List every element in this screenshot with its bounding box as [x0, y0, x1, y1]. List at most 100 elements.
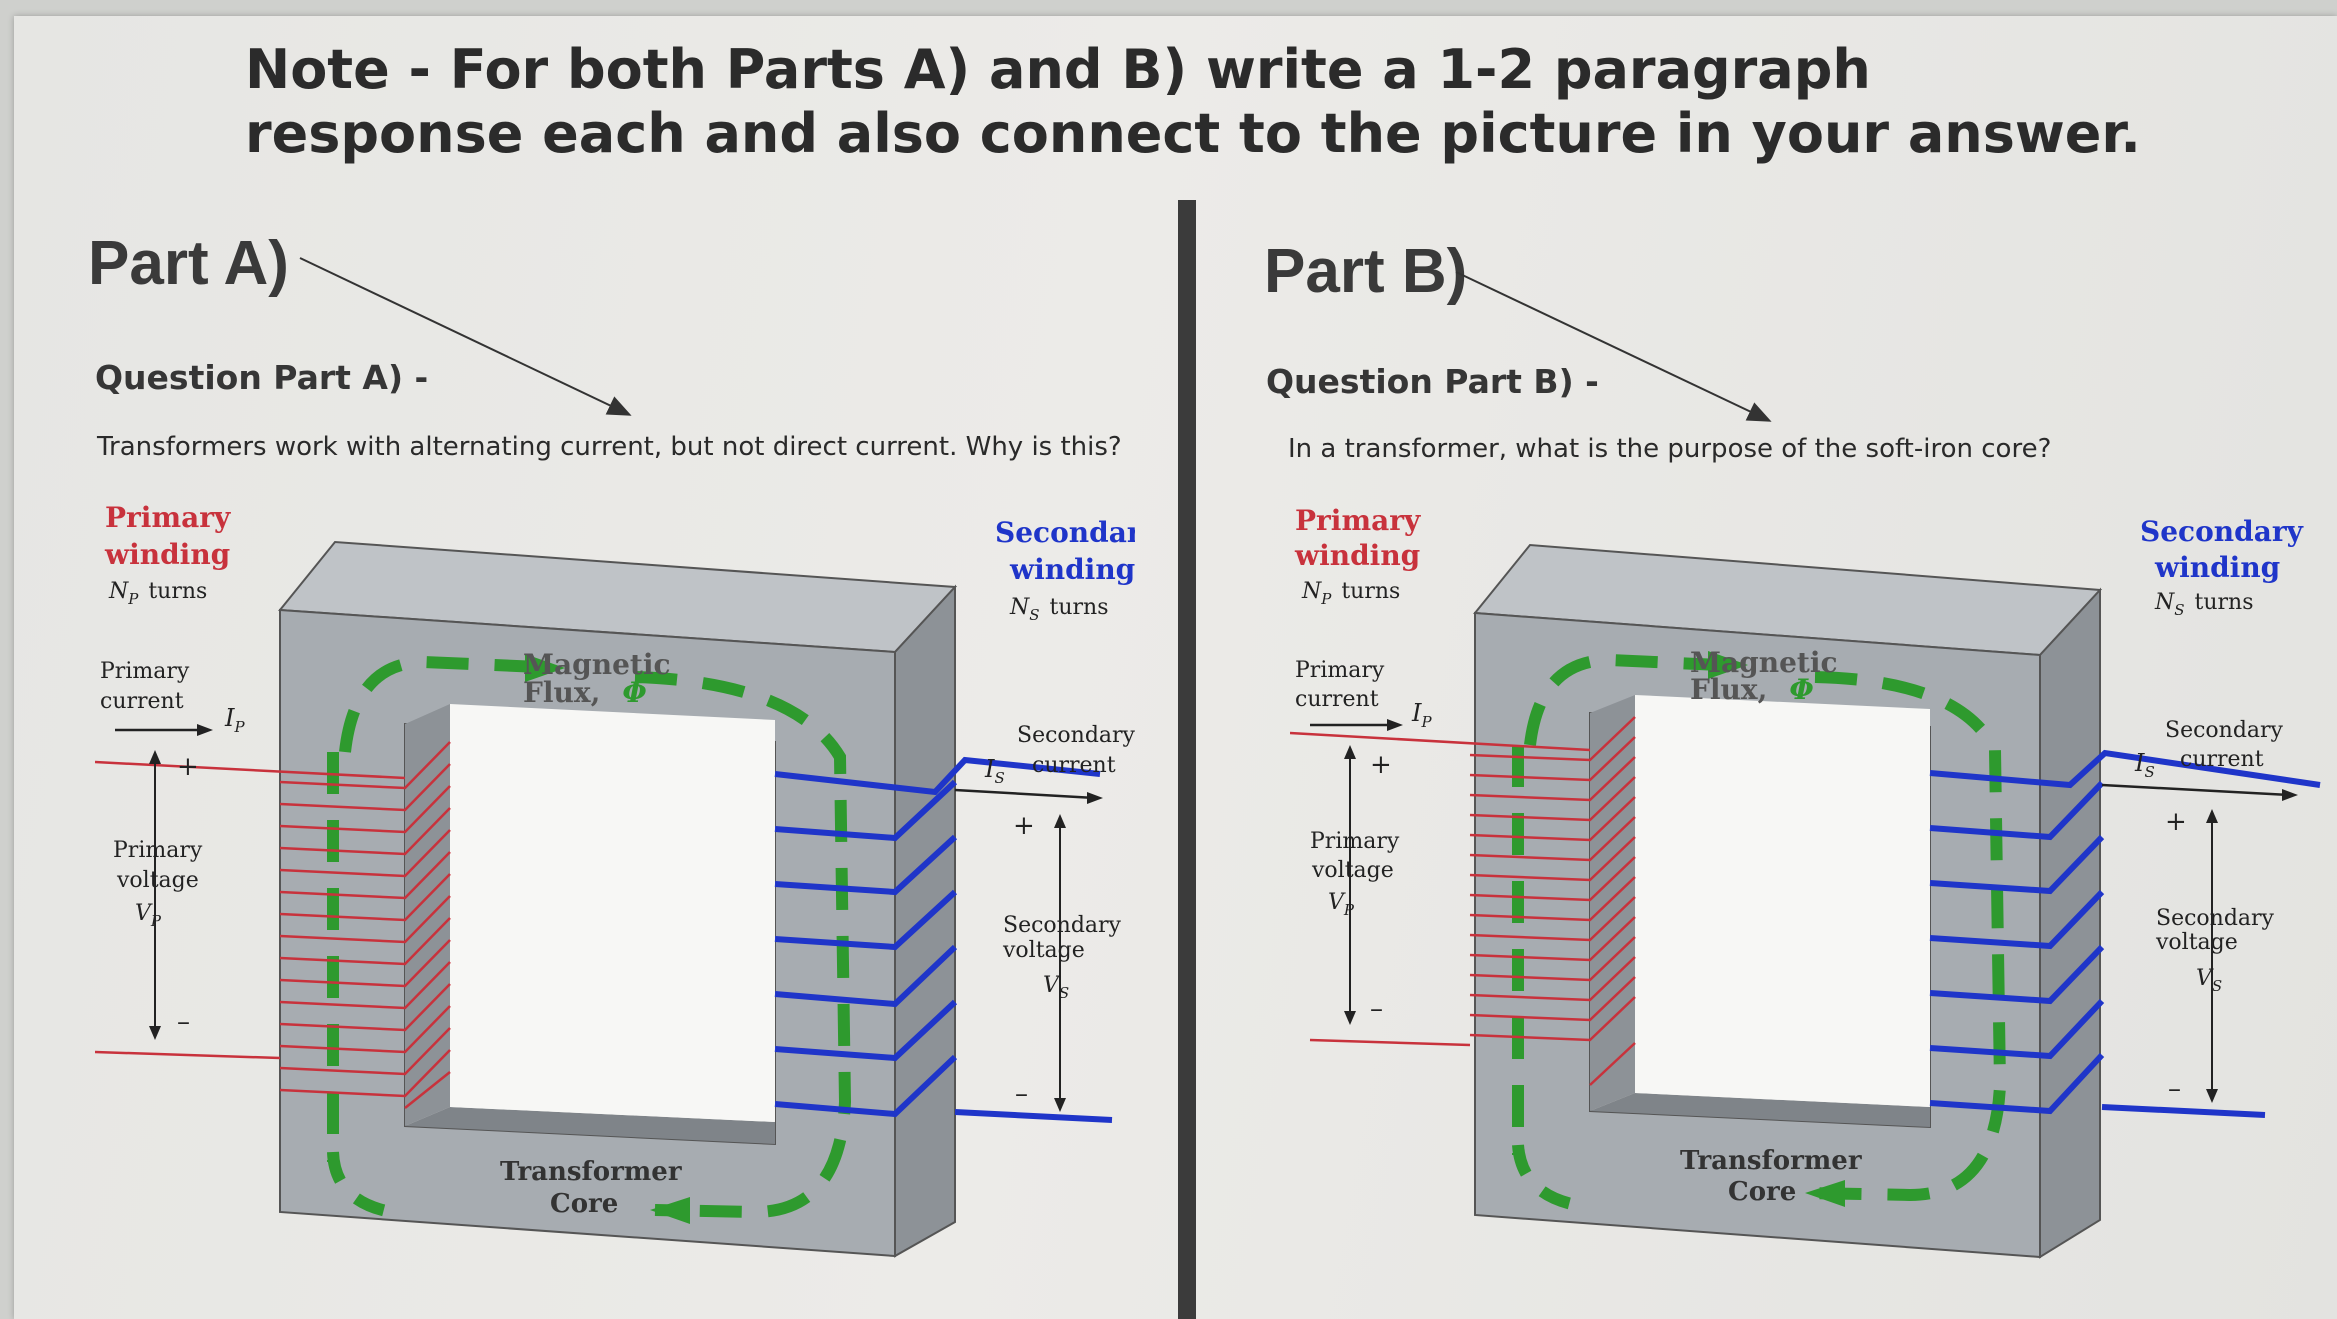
- core-label-line1: Transformer: [1680, 1146, 1862, 1176]
- secondary-turns-sub: S: [1029, 606, 1039, 624]
- svg-text:current: current: [2180, 747, 2264, 772]
- secondary-current-symbol: I: [984, 755, 995, 783]
- svg-text:Secondary: Secondary: [2140, 515, 2304, 548]
- svg-text:Secondary: Secondary: [1003, 913, 1122, 938]
- svg-text:Secondary: Secondary: [1017, 723, 1135, 748]
- svg-text:Core: Core: [1728, 1177, 1796, 1207]
- secondary-current-label-line2: current: [2180, 747, 2264, 772]
- secondary-turns-sub: S: [2174, 601, 2184, 619]
- secondary-current-label-line1: Secondary: [2165, 718, 2284, 743]
- svg-text:Flux,Φ: Flux, Φ: [1690, 673, 1814, 706]
- flux-arrow-top: [525, 654, 565, 682]
- svg-text:winding: winding: [1294, 539, 1420, 572]
- svg-text:voltage: voltage: [2155, 930, 2238, 955]
- primary-current-symbol: I: [1411, 699, 1422, 727]
- flux-arrow-bottom: [650, 1197, 690, 1224]
- secondary-current-label-line1: Secondary: [1017, 723, 1135, 748]
- secondary-voltage-label-line1: Secondary: [1003, 913, 1122, 938]
- primary-turns-symbol: N: [108, 579, 129, 604]
- primary-current-label-line1: Primary: [100, 659, 190, 684]
- svg-text:+: +: [1370, 750, 1392, 780]
- svg-text:VP: VP: [1328, 890, 1355, 919]
- flux-label-line1: Magnetic: [1690, 646, 1838, 679]
- primary-voltage-symbol: V: [1328, 890, 1346, 915]
- secondary-winding-a: [774, 756, 1113, 1123]
- core-window-inner-left: [405, 704, 450, 1126]
- primary-voltage-label-line1: Primary: [1310, 829, 1400, 854]
- svg-text:Secondary: Secondary: [995, 516, 1135, 549]
- svg-text:Primary: Primary: [1310, 829, 1400, 854]
- flux-label-line2: Flux,: [523, 676, 600, 709]
- svg-text:IS: IS: [2134, 749, 2155, 781]
- panel-divider: [1178, 200, 1196, 1319]
- primary-turns-word: turns: [1341, 579, 1400, 604]
- secondary-voltage-label-line1: Secondary: [2156, 906, 2275, 931]
- primary-turns-sub: P: [1320, 590, 1332, 608]
- svg-text:Secondary: Secondary: [2165, 718, 2284, 743]
- svg-text:Primary: Primary: [100, 659, 190, 684]
- svg-text:voltage: voltage: [116, 868, 199, 893]
- primary-voltage-minus: –: [1370, 994, 1383, 1024]
- secondary-voltage-minus: –: [2168, 1074, 2181, 1104]
- primary-current-symbol: I: [224, 704, 235, 732]
- core-window: [450, 704, 775, 1122]
- secondary-turns-word: turns: [2195, 590, 2254, 615]
- svg-text:Transformer: Transformer: [1680, 1146, 1862, 1176]
- flux-label-line2: Flux,: [1690, 673, 1767, 706]
- svg-text:–: –: [1015, 1079, 1028, 1109]
- flux-symbol: Φ: [1789, 673, 1813, 706]
- secondary-turns-word: turns: [1050, 595, 1109, 620]
- secondary-voltage-minus: –: [1015, 1079, 1028, 1109]
- core-window-inner-bottom: [405, 1107, 775, 1144]
- svg-text:Secondary: Secondary: [2156, 906, 2275, 931]
- core-window-inner-bottom: [1590, 1093, 1930, 1127]
- svg-text:–: –: [1370, 994, 1383, 1024]
- svg-text:VP: VP: [135, 901, 162, 930]
- primary-turns-word: turns: [148, 579, 207, 604]
- secondary-current-sub: S: [994, 769, 1004, 787]
- primary-winding-label-line1: Primary: [105, 501, 231, 534]
- note-heading: Note - For both Parts A) and B) write a …: [245, 38, 2141, 165]
- svg-text:winding: winding: [104, 538, 230, 571]
- core-label-line2: Core: [1728, 1177, 1796, 1207]
- flux-arrow-bottom: [1805, 1180, 1845, 1207]
- core-label-line1: Transformer: [500, 1157, 682, 1187]
- svg-text:Primary: Primary: [113, 838, 203, 863]
- primary-voltage-sub: P: [1343, 901, 1355, 919]
- secondary-current-arrow: [2101, 783, 2291, 797]
- primary-winding-label-line2: winding: [1294, 539, 1420, 572]
- part-a-question-heading: Question Part A) -: [95, 358, 429, 397]
- flux-bottom-left-curve: [327, 1151, 406, 1220]
- svg-text:Flux,Φ: Flux, Φ: [523, 676, 647, 709]
- primary-voltage-sub: P: [150, 912, 162, 930]
- secondary-turns-symbol: N: [2154, 590, 2175, 615]
- primary-current-sub: P: [233, 718, 245, 736]
- secondary-turns-symbol: N: [1009, 595, 1030, 620]
- svg-text:current: current: [1295, 687, 1379, 712]
- secondary-current-symbol: I: [2134, 749, 2145, 777]
- flux-symbol: Φ: [622, 676, 646, 709]
- primary-voltage-symbol: V: [135, 901, 153, 926]
- primary-current-label-line1: Primary: [1295, 658, 1385, 683]
- svg-text:IS: IS: [984, 755, 1005, 787]
- flux-arrow-top: [1708, 651, 1748, 679]
- primary-voltage-label-line1: Primary: [113, 838, 203, 863]
- primary-winding-b: [1289, 716, 1636, 1086]
- svg-text:Primary: Primary: [105, 501, 231, 534]
- svg-text:current: current: [100, 689, 184, 714]
- primary-current-sub: P: [1420, 713, 1432, 731]
- svg-text:Primary: Primary: [1295, 504, 1421, 537]
- svg-text:IP: IP: [1411, 699, 1432, 731]
- core-label-line2: Core: [550, 1189, 618, 1219]
- primary-turns-sub: P: [127, 590, 139, 608]
- svg-text:VS: VS: [1043, 973, 1069, 1002]
- svg-text:–: –: [2168, 1074, 2181, 1104]
- primary-voltage-minus: –: [177, 1007, 190, 1037]
- primary-voltage-plus: +: [1370, 750, 1392, 780]
